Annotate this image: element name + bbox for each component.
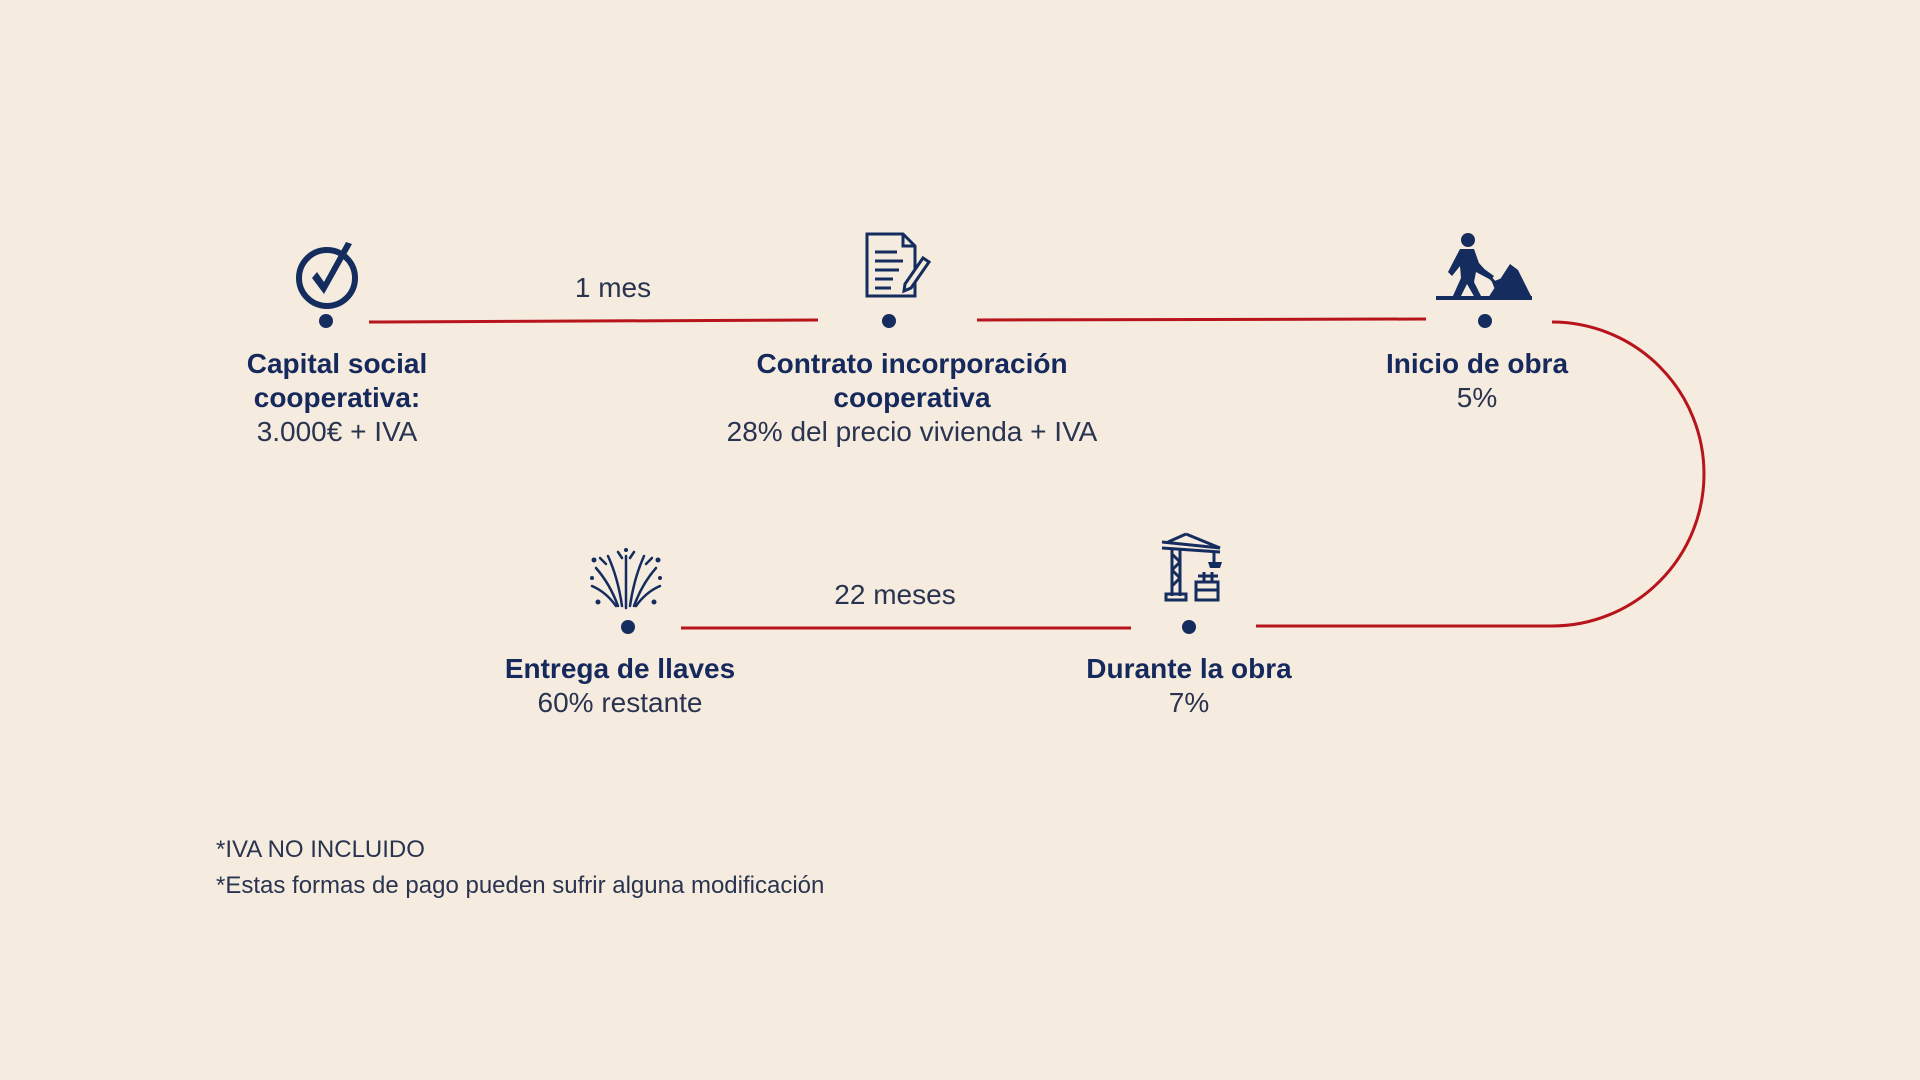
footnote-iva: *IVA NO INCLUIDO [216,836,425,863]
stage-capital-social: Capital social cooperativa: 3.000€ + IVA [97,347,577,449]
stage-dot-2 [882,314,896,328]
stage-detail: 5% [1456,382,1498,413]
stage-title-line: Capital social [246,348,428,379]
check-circle-icon [296,242,358,309]
stage-dot-4 [1182,620,1196,634]
connector-line-2 [976,317,1427,322]
stage-title-line: Durante la obra [1086,653,1292,684]
document-pen-icon [865,232,931,298]
stage-entrega-llaves: Entrega de llaves 60% restante [380,652,860,720]
stage-detail: 60% restante [537,687,703,718]
connector-line-1 [368,318,819,324]
stage-detail: 28% del precio vivienda + IVA [726,416,1098,447]
stage-dot-1 [319,314,333,328]
stage-detail: 7% [1168,687,1210,718]
fireworks-icon [590,548,662,610]
stage-title-line: Contrato incorporación [756,348,1068,379]
worker-shovel-icon [1436,233,1532,300]
footnotes: *IVA NO INCLUIDO *Estas formas de pago p… [216,832,824,904]
stage-inicio-obra: Inicio de obra 5% [1237,347,1717,415]
stage-title-line: cooperativa [833,382,991,413]
stage-detail: 3.000€ + IVA [256,416,418,447]
construction-crane-icon [1161,532,1222,602]
duration-label-last: 22 meses [834,579,956,610]
footnote-modification: *Estas formas de pago pueden sufrir algu… [216,872,825,899]
connector-curve [1551,320,1706,628]
stage-durante-obra: Durante la obra 7% [949,652,1429,720]
stage-dot-5 [621,620,635,634]
stage-contrato-incorporacion: Contrato incorporación cooperativa 28% d… [672,347,1152,449]
stage-title-line: Inicio de obra [1385,348,1569,379]
stage-title-line: cooperativa: [253,382,421,413]
duration-label-first: 1 mes [574,272,652,303]
stage-title-line: Entrega de llaves [504,653,736,684]
stage-dot-3 [1478,314,1492,328]
